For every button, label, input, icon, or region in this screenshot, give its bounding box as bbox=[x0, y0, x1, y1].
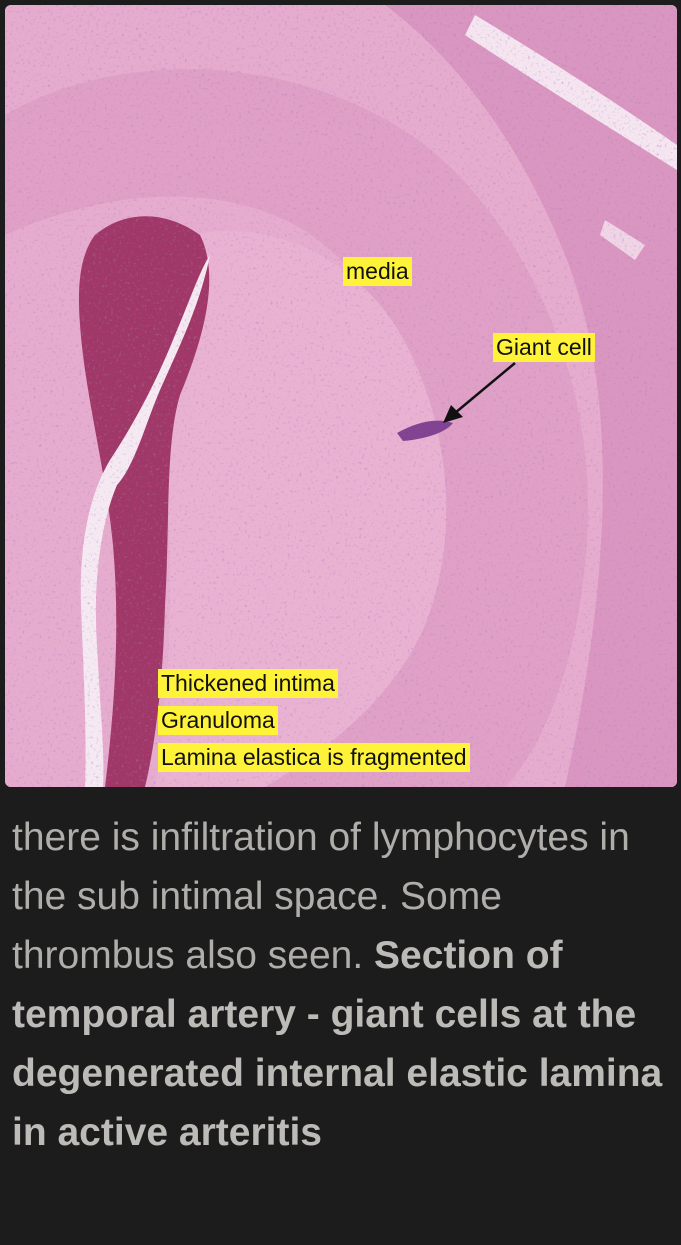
label-thickened-intima: Thickened intima bbox=[158, 669, 338, 698]
histology-image: media Giant cell Thickened intima Granul… bbox=[5, 5, 677, 787]
caption-description: there is infiltration of lymphocytes in … bbox=[12, 816, 630, 977]
label-giant-cell: Giant cell bbox=[493, 333, 595, 362]
image-caption: there is infiltration of lymphocytes in … bbox=[12, 808, 672, 1162]
caption-title: Section of temporal artery - giant cells… bbox=[12, 934, 663, 1154]
label-media: media bbox=[343, 257, 412, 286]
label-granuloma: Granuloma bbox=[158, 706, 278, 735]
label-lamina-elastica: Lamina elastica is fragmented bbox=[158, 743, 470, 772]
artery-section-illustration bbox=[5, 5, 677, 787]
